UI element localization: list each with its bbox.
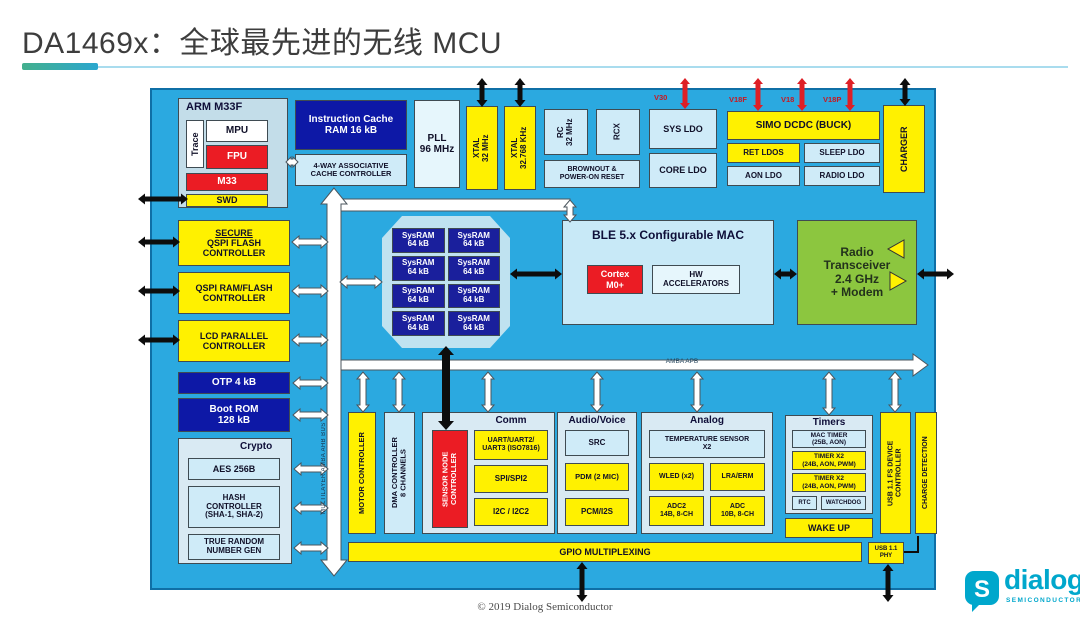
radio-ldo-block: RADIO LDO	[804, 166, 880, 186]
simo-dcdc-block: SIMO DCDC (BUCK)	[727, 111, 880, 140]
spi-block: SPI/SPI2	[474, 465, 548, 493]
dialog-logo-icon: S	[965, 571, 999, 612]
cache-controller-block: 4-WAY ASSOCIATIVE CACHE CONTROLLER	[295, 154, 407, 186]
usb-phy-block: USB 1.1 PHY	[868, 542, 904, 564]
rtc-block: RTC	[792, 496, 817, 510]
hash-controller-block: HASH CONTROLLER (SHA-1, SHA-2)	[188, 486, 280, 528]
lra-erm-block: LRA/ERM	[710, 463, 765, 491]
rcx-block: RCX	[596, 109, 640, 155]
i2c-block: I2C / I2C2	[474, 498, 548, 526]
timer-x2-block-1: TIMER X2 (24B, AON, PWM)	[792, 451, 866, 470]
fpu-block: FPU	[206, 145, 268, 169]
sys-ldo-block: SYS LDO	[649, 109, 717, 149]
rail-v18-label: V18	[781, 95, 795, 104]
rail-v18f-label: V18F	[729, 95, 747, 104]
wled-block: WLED (x2)	[649, 463, 704, 491]
motor-controller-block: MOTOR CONTROLLER	[348, 412, 376, 534]
rail-v18p-label: V18P	[823, 95, 842, 104]
crypto-title: Crypto	[240, 441, 273, 452]
mpu-block: MPU	[206, 120, 268, 142]
brownout-por-block: BROWNOUT & POWER-ON RESET	[544, 160, 640, 188]
sensor-node-controller-block: SENSOR NODE CONTROLLER	[432, 430, 468, 528]
pdm-block: PDM (2 MIC)	[565, 463, 629, 491]
sysram-block: SysRAM 64 kB	[447, 255, 500, 281]
timers-title: Timers	[812, 417, 846, 428]
sysram-block: SysRAM 64 kB	[392, 283, 445, 309]
lcd-parallel-controller-block: LCD PARALLEL CONTROLLER	[178, 320, 290, 362]
mac-timer-block: MAC TIMER (25B, AON)	[792, 430, 866, 448]
sysram-grid: SysRAM 64 kB SysRAM 64 kB SysRAM 64 kB S…	[392, 228, 500, 336]
sysram-block: SysRAM 64 kB	[447, 283, 500, 309]
sysram-block: SysRAM 64 kB	[447, 311, 500, 336]
rc-32mhz-block: RC 32 MHz	[544, 109, 588, 155]
arm-m33f-title: ARM M33F	[186, 101, 243, 113]
sysram-block: SysRAM 64 kB	[392, 228, 445, 253]
page-title: DA1469x：全球最先进的无线 MCU	[22, 27, 503, 60]
adc2-block: ADC2 14B, 8-CH	[649, 496, 704, 526]
dialog-wordmark: dialog	[1004, 564, 1080, 595]
trng-block: TRUE RANDOM NUMBER GEN	[188, 534, 280, 560]
pcm-block: PCM/I2S	[565, 498, 629, 526]
xtal-32mhz-block: XTAL 32 MHz	[466, 106, 498, 190]
xtal-32768khz-block: XTAL 32.768 KHz	[504, 106, 536, 190]
soc-block-diagram: ARM M33F Trace MPU FPU M33 SWD Instructi…	[138, 78, 954, 602]
sleep-ldo-block: SLEEP LDO	[804, 143, 880, 163]
ahb-bus-label: MULTILAYER AMBA AHB BUS	[321, 422, 327, 514]
otp-block: OTP 4 kB	[178, 372, 290, 394]
copyright: © 2019 Dialog Semiconductor	[477, 601, 613, 613]
core-ldo-block: CORE LDO	[649, 153, 717, 188]
qspi-ram-flash-controller-block: QSPI RAM/FLASH CONTROLLER	[178, 272, 290, 314]
gpio-multiplexing-block: GPIO MULTIPLEXING	[348, 542, 862, 562]
dialog-sub-wordmark: SEMICONDUCTOR	[1006, 597, 1080, 604]
title-rule	[22, 66, 1068, 68]
sysram-block: SysRAM 64 kB	[392, 255, 445, 281]
src-block: SRC	[565, 430, 629, 456]
aon-ldo-block: AON LDO	[727, 166, 800, 186]
boot-rom-block: Boot ROM 128 kB	[178, 398, 290, 432]
rail-v30-label: V30	[654, 93, 668, 102]
swd-block: SWD	[186, 194, 268, 207]
sysram-block: SysRAM 64 kB	[392, 311, 445, 336]
trace-block: Trace	[186, 120, 204, 168]
pll-block: PLL 96 MHz	[414, 100, 460, 188]
analog-title: Analog	[690, 415, 724, 426]
radio-transceiver-block: Radio Transceiver 2.4 GHz + Modem	[797, 220, 917, 325]
uart-block: UART/UART2/ UART3 (ISO7816)	[474, 430, 548, 460]
hw-accelerators-block: HW ACCELERATORS	[652, 265, 740, 294]
ble-mac-title: BLE 5.x Configurable MAC	[591, 228, 744, 242]
instruction-cache-block: Instruction Cache RAM 16 kB	[295, 100, 407, 150]
ret-ldos-block: RET LDOS	[727, 143, 800, 163]
apb-bus-label: AMBA APB	[665, 358, 699, 365]
m33-block: M33	[186, 173, 268, 191]
watchdog-block: WATCHDOG	[821, 496, 866, 510]
audio-voice-title: Audio/Voice	[568, 415, 626, 426]
sysram-block: SysRAM 64 kB	[447, 228, 500, 253]
dialog-logo: S dialog SEMICONDUCTOR	[964, 564, 1080, 622]
wake-up-block: WAKE UP	[785, 518, 873, 538]
dma-controller-block: DMA CONTROLLER 8 CHANNELS	[384, 412, 415, 534]
usb-device-controller-block: USB 1.1 FS DEVICE CONTROLLER	[880, 412, 911, 534]
charge-detection-block: CHARGE DETECTION	[915, 412, 937, 534]
charger-block: CHARGER	[883, 105, 925, 193]
secure-qspi-label: QSPI FLASH CONTROLLER	[202, 237, 266, 259]
aes-block: AES 256B	[188, 458, 280, 480]
svg-text:S: S	[974, 576, 990, 603]
secure-label: SECURE	[215, 227, 253, 238]
temperature-sensor-block: TEMPERATURE SENSOR X2	[649, 430, 765, 458]
timer-x2-block-2: TIMER X2 (24B, AON, PWM)	[792, 473, 866, 492]
comm-title: Comm	[495, 415, 527, 426]
adc-block: ADC 10B, 8-CH	[710, 496, 765, 526]
title-rule-accent	[22, 63, 98, 70]
cortex-m0-block: Cortex M0+	[587, 265, 643, 294]
